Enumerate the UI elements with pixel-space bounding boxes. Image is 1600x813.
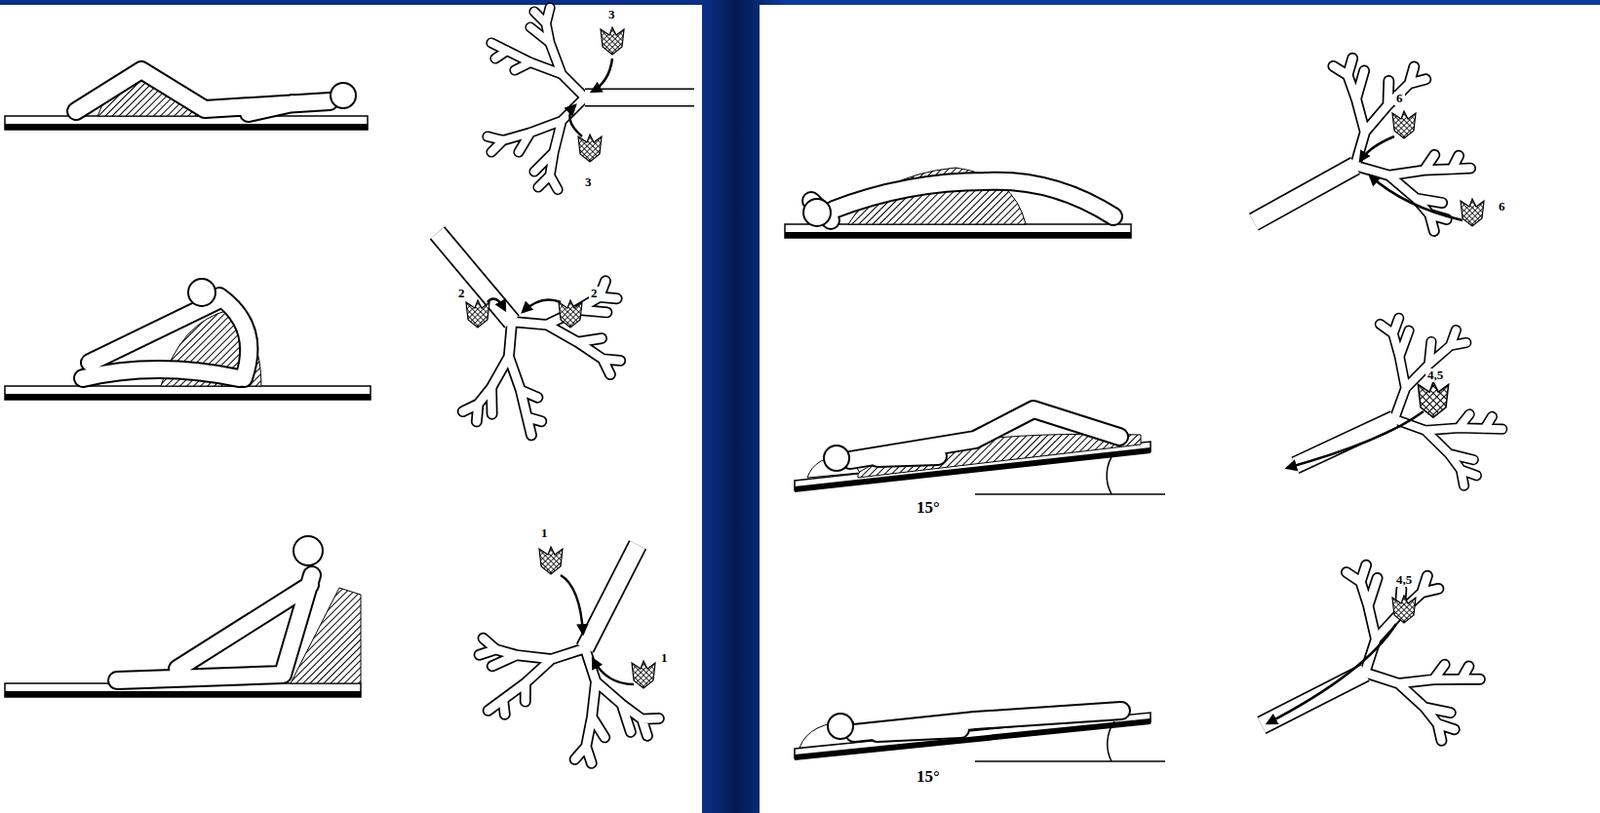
- callout-number: 2: [588, 286, 600, 301]
- angle-label: 15°: [914, 768, 942, 786]
- callout-number: 1: [659, 651, 670, 665]
- drainage-arrow: [487, 58, 1463, 724]
- callout-number: 3: [606, 7, 618, 22]
- pillow: [97, 72, 1141, 748]
- callout-number: 6: [1394, 91, 1405, 106]
- white-panel: [759, 4, 1600, 813]
- mat: [4, 116, 1151, 761]
- callout-number: 4,5: [1425, 368, 1445, 383]
- callout-number: 4,5: [1394, 573, 1414, 587]
- callout-number: 2: [456, 286, 468, 301]
- callout-number: 6: [1496, 199, 1508, 214]
- bronchial-tree: [364, 7, 1522, 811]
- callout-number: 1: [539, 526, 550, 541]
- angle-label: 15°: [914, 499, 942, 517]
- lung-segment: [466, 27, 1484, 689]
- callout-number: 3: [583, 175, 594, 190]
